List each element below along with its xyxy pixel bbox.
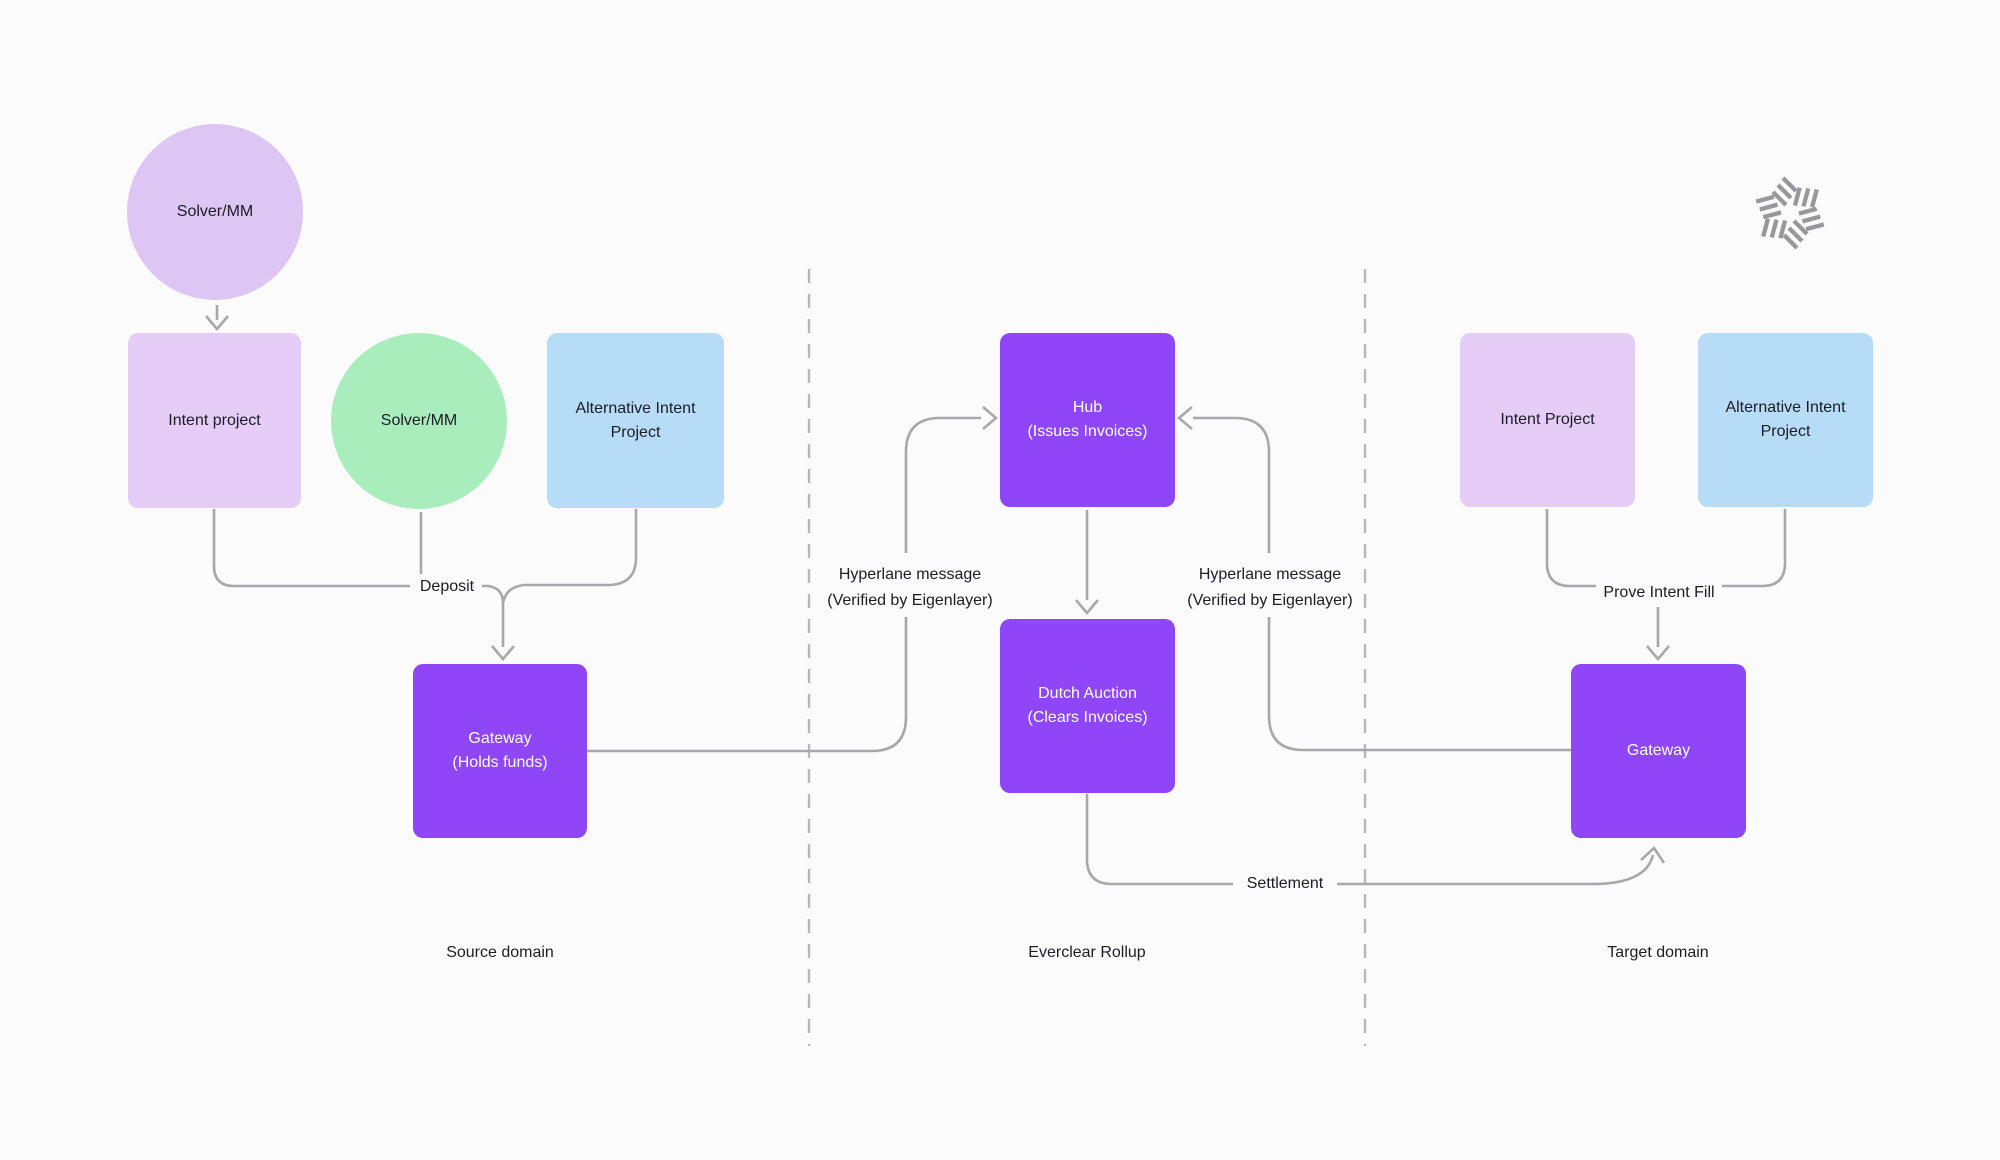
section-label-target-domain: Target domain xyxy=(1607,944,1709,961)
node-label: Gateway xyxy=(1626,742,1691,759)
node-solver-mm-top: Solver/MM xyxy=(127,124,303,300)
edge-prove-intent-fill xyxy=(1545,509,1787,662)
node-label: Dutch Auction (Clears Invoices) xyxy=(1027,685,1148,726)
node-label: Solver/MM xyxy=(176,203,254,220)
node-gateway-source: Gateway (Holds funds) xyxy=(413,664,587,838)
section-label-everclear-rollup: Everclear Rollup xyxy=(1028,944,1146,961)
everclear-logo-icon xyxy=(1755,176,1825,250)
node-intent-project-source: Intent project xyxy=(128,333,301,508)
node-alternative-intent-project-target: Alternative Intent Project xyxy=(1698,333,1873,507)
edge-hyperlane-left xyxy=(587,406,999,753)
edge-hyperlane-right xyxy=(1176,406,1571,752)
node-label: Solver/MM xyxy=(380,412,458,429)
edge-hub-to-dutch-auction xyxy=(1075,510,1099,616)
edge-settlement xyxy=(1085,794,1666,886)
section-label-source-domain: Source domain xyxy=(446,944,554,961)
node-label: Hub (Issues Invoices) xyxy=(1027,399,1148,440)
node-gateway-target: Gateway xyxy=(1571,664,1746,838)
node-label: Alternative Intent Project xyxy=(575,399,696,441)
edge-label-hyperlane-left: Hyperlane message (Verified by Eigenlaye… xyxy=(822,562,998,614)
node-label: Intent project xyxy=(168,411,261,429)
node-alternative-intent-project-source: Alternative Intent Project xyxy=(547,333,724,508)
edge-label-settlement: Settlement xyxy=(1241,871,1329,897)
edge-label-hyperlane-right: Hyperlane message (Verified by Eigenlaye… xyxy=(1182,562,1358,614)
node-solver-mm-middle: Solver/MM xyxy=(331,333,507,509)
edge-solver-to-intent xyxy=(205,305,229,332)
node-label: Alternative Intent Project xyxy=(1725,399,1846,440)
node-intent-project-target: Intent Project xyxy=(1460,333,1635,507)
node-label: Intent Project xyxy=(1500,411,1595,428)
edge-label-deposit: Deposit xyxy=(414,574,480,600)
edge-label-prove-intent-fill: Prove Intent Fill xyxy=(1598,580,1720,606)
node-dutch-auction: Dutch Auction (Clears Invoices) xyxy=(1000,619,1175,793)
node-hub: Hub (Issues Invoices) xyxy=(1000,333,1175,507)
edge-deposit-collector xyxy=(212,509,638,662)
node-label: Gateway (Holds funds) xyxy=(452,730,548,771)
